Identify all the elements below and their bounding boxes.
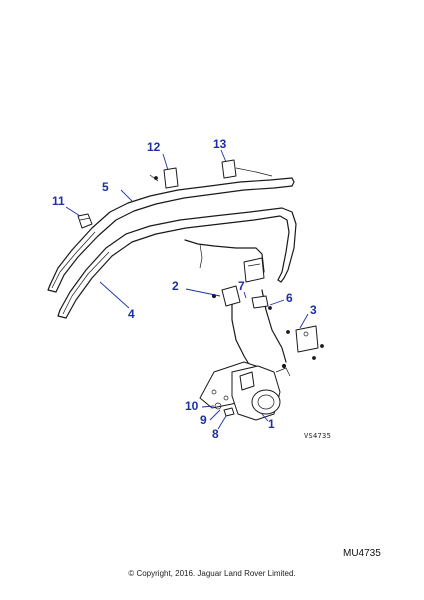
window-channel-outer-part (47, 177, 295, 293)
bolt-and-washer-part (214, 402, 235, 417)
callout-2: 2 (172, 279, 179, 293)
callout-8: 8 (212, 427, 219, 441)
glass-run-channel-part (57, 207, 297, 319)
callout-9: 9 (200, 413, 207, 427)
diagram-id: MU4735 (343, 548, 381, 559)
lift-channel-part (243, 257, 265, 283)
link-bracket-part (211, 285, 241, 307)
mounting-bracket-part (286, 325, 324, 360)
callout-4: 4 (128, 307, 135, 321)
callout-labels: 1 2 3 4 5 6 7 8 9 10 11 12 13 (52, 137, 317, 441)
leader-lines (65, 149, 309, 430)
callout-5: 5 (102, 180, 109, 194)
upper-bracket-left-part (149, 167, 179, 189)
callout-12: 12 (147, 140, 161, 154)
callout-6: 6 (286, 291, 293, 305)
callout-3: 3 (310, 303, 317, 317)
callout-11: 11 (52, 194, 65, 208)
callout-1: 1 (268, 417, 275, 431)
copyright-notice: © Copyright, 2016. Jaguar Land Rover Lim… (128, 569, 296, 578)
channel-clip-part (77, 213, 93, 229)
regulator-motor-part (231, 363, 291, 421)
callout-13: 13 (213, 137, 227, 151)
cable-clip-part (251, 295, 272, 310)
callout-7: 7 (238, 279, 245, 293)
drawing-reference-code: VS4735 (304, 432, 332, 440)
upper-bracket-right-part (221, 159, 273, 179)
callout-10: 10 (185, 399, 199, 413)
